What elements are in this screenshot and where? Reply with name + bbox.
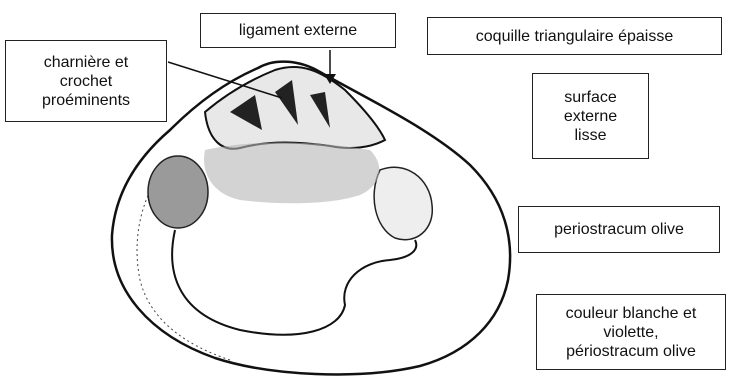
left-muscle-scar xyxy=(148,156,208,228)
right-muscle-scar xyxy=(374,167,432,240)
label-surface: surface externe lisse xyxy=(532,73,649,159)
pallial-line xyxy=(172,230,416,335)
label-periostracum: periostracum olive xyxy=(518,206,720,253)
label-coquille: coquille triangulaire épaisse xyxy=(427,17,722,55)
label-couleur: couleur blanche et violette, périostracu… xyxy=(536,294,726,370)
label-ligament-externe: ligament externe xyxy=(200,13,396,48)
stippled-interior xyxy=(204,143,379,204)
label-charniere: charnière et crochet proéminents xyxy=(5,40,167,122)
